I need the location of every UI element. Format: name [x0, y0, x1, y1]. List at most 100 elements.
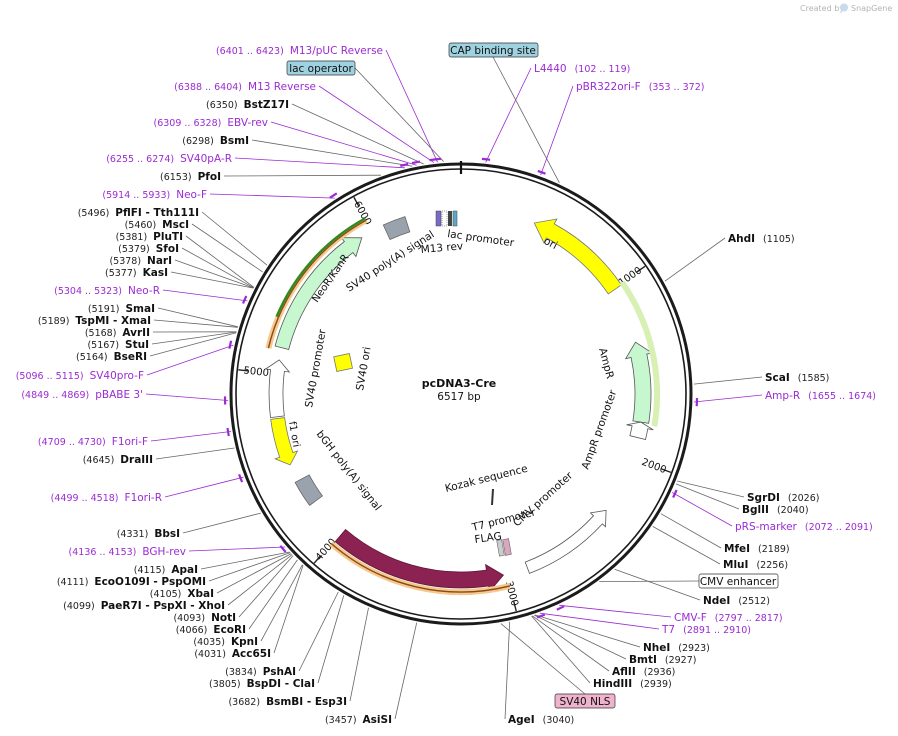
cmv-promoter-arrow[interactable] — [524, 509, 607, 574]
site-position: (6388 .. 6404) — [174, 82, 242, 93]
enzyme-name[interactable]: BstZ17I — [244, 99, 289, 111]
enzyme-name[interactable]: BmtI — [629, 654, 657, 666]
enzyme-name[interactable]: NarI — [147, 255, 172, 267]
enzyme-name[interactable]: BbsI — [154, 528, 180, 540]
enzyme-name[interactable]: BsmBI - Esp3I — [266, 696, 347, 708]
enzyme-name[interactable]: SgrDI — [747, 492, 780, 504]
enzyme-name[interactable]: MscI — [162, 219, 189, 231]
m13-rev-mark[interactable] — [435, 210, 442, 227]
lac-operator-mark[interactable] — [448, 211, 452, 226]
enzyme-name[interactable]: TspMI - XmaI — [75, 315, 151, 327]
leader-line — [504, 621, 511, 720]
sv40-polya-block[interactable] — [382, 216, 411, 241]
enzyme-name[interactable]: BseRI — [114, 351, 147, 363]
lac-operator-box[interactable]: lac operator — [286, 60, 356, 76]
cre-feature-arrow[interactable] — [334, 528, 505, 593]
primer-name[interactable]: pBR322ori-F — [576, 81, 641, 93]
enzyme-name[interactable]: EcoO109I - PspOMI — [94, 576, 206, 588]
primer-name[interactable]: L4440 — [534, 63, 567, 75]
primer-name[interactable]: F1ori-F — [112, 436, 148, 448]
primer-name[interactable]: Amp-R — [765, 390, 800, 402]
cap-binding-site-box[interactable]: CAP binding site — [448, 42, 539, 58]
primer-name[interactable]: Neo-R — [128, 285, 160, 297]
enzyme-name[interactable]: AvrII — [122, 327, 150, 339]
bgh-polya-block[interactable] — [294, 474, 323, 506]
cap-site-mark[interactable] — [452, 210, 458, 227]
tick-mark — [313, 555, 322, 564]
site-position: (6401 .. 6423) — [216, 46, 284, 57]
enzyme-name[interactable]: AhdI — [728, 233, 755, 245]
leader-line — [532, 615, 610, 672]
enzyme-name[interactable]: KasI — [143, 267, 168, 279]
enzyme-name[interactable]: ScaI — [765, 372, 790, 384]
enzyme-name[interactable]: XbaI — [187, 588, 214, 600]
sv40-nls-box[interactable]: SV40 NLS — [554, 693, 616, 709]
primer-name[interactable]: BGH-rev — [142, 546, 186, 558]
flag-mark[interactable] — [502, 538, 512, 556]
leader-line — [182, 512, 261, 534]
primer-name[interactable]: EBV-rev — [227, 117, 268, 129]
enzyme-name[interactable]: PflFI - Tth111I — [115, 207, 199, 219]
enzyme-name[interactable]: BsmI — [220, 135, 249, 147]
enzyme-name[interactable]: PluTI — [153, 231, 183, 243]
leader-line — [234, 157, 405, 169]
sv40-nls-text: SV40 NLS — [560, 696, 611, 708]
enzyme-name[interactable]: Acc65I — [232, 648, 271, 660]
primer-name[interactable]: F1ori-R — [125, 492, 162, 504]
primer-name[interactable]: Neo-F — [176, 189, 207, 201]
enzyme-name[interactable]: PshAI — [263, 666, 296, 678]
leader-line — [208, 552, 291, 582]
site-position: (2072 .. 2091) — [805, 522, 873, 533]
ampr-promoter-arrow[interactable] — [626, 421, 654, 440]
enzyme-name[interactable]: DraIII — [120, 454, 153, 466]
sv40-promoter-label: SV40 promoter — [303, 328, 329, 409]
enzyme-name[interactable]: SmaI — [126, 303, 156, 315]
enzyme-name[interactable]: SfoI — [156, 243, 179, 255]
primer-name[interactable]: SV40pA-R — [180, 153, 232, 165]
snapgene-logo-icon — [840, 3, 848, 12]
leader-line — [273, 565, 304, 654]
primer-name[interactable]: T7 — [661, 624, 675, 636]
enzyme-name[interactable]: AgeI — [508, 714, 535, 726]
enzyme-name[interactable]: EcoRI — [213, 624, 246, 636]
enzyme-name[interactable]: NotI — [211, 612, 236, 624]
cmv-enhancer-box[interactable]: CMV enhancer — [698, 573, 779, 589]
enzyme-name[interactable]: MfeI — [724, 543, 750, 555]
enzyme-name[interactable]: ApaI — [171, 564, 198, 576]
primer-name[interactable]: M13/pUC Reverse — [290, 45, 383, 57]
leader-line — [157, 307, 238, 328]
enzyme-name[interactable]: AsiSI — [363, 714, 392, 726]
ampr-feature-arrow[interactable] — [624, 341, 654, 424]
leader-line — [248, 559, 298, 630]
enzyme-name[interactable]: PaeR7I - PspXI - XhoI — [101, 600, 225, 612]
enzyme-name[interactable]: StuI — [125, 339, 149, 351]
leader-line — [162, 289, 248, 302]
enzyme-name[interactable]: NdeI — [703, 595, 730, 607]
enzyme-name[interactable]: KpnI — [231, 636, 258, 648]
sv40-promoter-arrow[interactable] — [264, 359, 291, 419]
enzyme-name[interactable]: AflII — [612, 666, 636, 678]
leader-line — [660, 513, 722, 549]
primer-name[interactable]: SV40pro-F — [90, 370, 144, 382]
leader-line — [534, 614, 627, 660]
site-position: (2927) — [665, 655, 697, 666]
f1-ori-feature-arrow[interactable] — [270, 417, 299, 466]
primer-mark — [228, 340, 233, 349]
neor-feature-arrow[interactable] — [274, 237, 363, 350]
enzyme-name[interactable]: BglII — [742, 504, 769, 516]
ori-feature-arrow[interactable] — [533, 218, 622, 295]
primer-name[interactable]: M13 Reverse — [248, 81, 316, 93]
primer-name[interactable]: pBABE 3' — [95, 389, 143, 401]
enzyme-name[interactable]: NheI — [643, 642, 670, 654]
enzyme-name[interactable]: PfoI — [198, 171, 221, 183]
lac-promoter-mark[interactable] — [441, 210, 448, 227]
kozak-mark[interactable] — [491, 488, 494, 506]
sv40-ori-block[interactable] — [333, 353, 353, 372]
enzyme-name[interactable]: MluI — [723, 559, 748, 571]
enzyme-name[interactable]: BspDI - ClaI — [247, 678, 315, 690]
site-position: (5189) — [38, 316, 70, 327]
enzyme-name[interactable]: HindIII — [593, 678, 632, 690]
t7-promoter-mark[interactable] — [496, 539, 505, 557]
primer-name[interactable]: CMV-F — [674, 612, 707, 624]
primer-name[interactable]: pRS-marker — [735, 521, 798, 533]
